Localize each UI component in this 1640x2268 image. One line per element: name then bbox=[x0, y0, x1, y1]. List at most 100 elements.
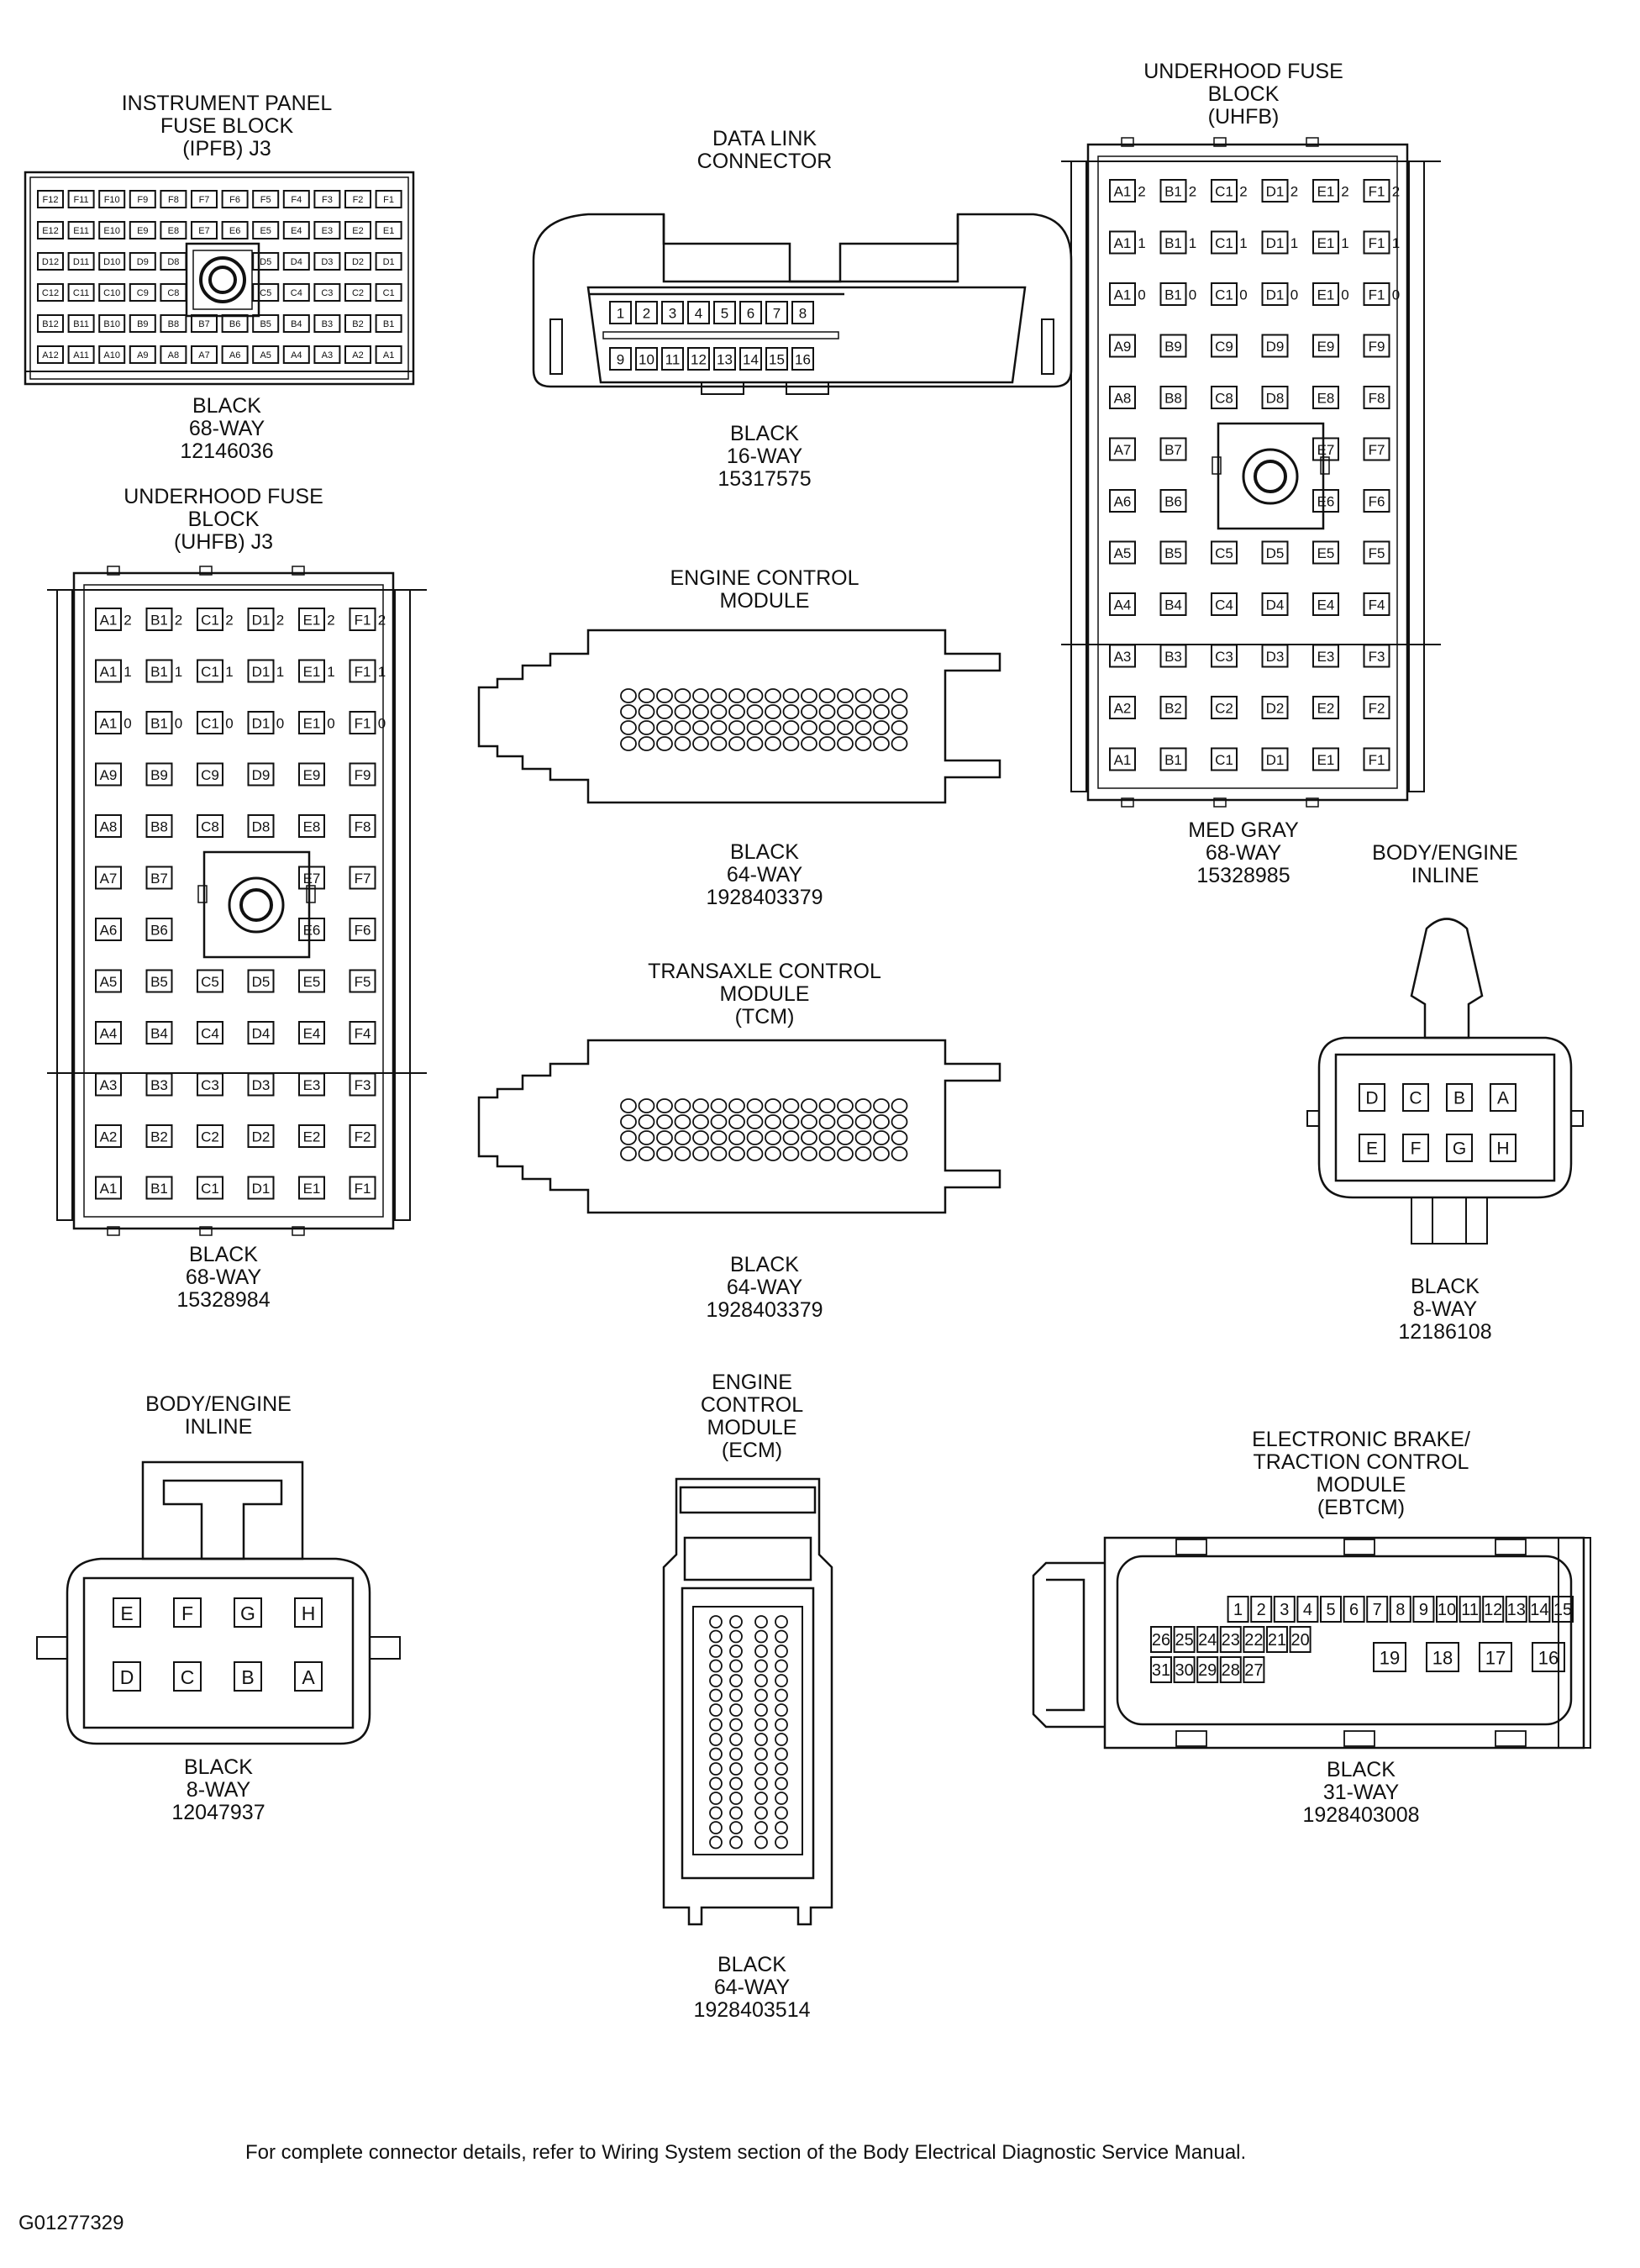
ipfb-pin-label: E9 bbox=[137, 226, 148, 236]
ebtcm-pin-box bbox=[1150, 1626, 1172, 1653]
ipfb-pin-label: A4 bbox=[291, 350, 302, 360]
module-pin bbox=[801, 736, 817, 751]
module-pin bbox=[818, 1146, 836, 1161]
ipfb-pin-label: F9 bbox=[137, 195, 148, 205]
uhfb-pin-label: C1 bbox=[1215, 184, 1233, 200]
uhfb-bolt-boss bbox=[202, 850, 311, 959]
uhfb-pin-box bbox=[298, 762, 325, 787]
uhfb-pin-box bbox=[145, 814, 173, 838]
uhfb-pin-label: E2 bbox=[1317, 701, 1335, 717]
uhfb-tab bbox=[1213, 137, 1227, 147]
uhfb-pin-box bbox=[247, 969, 275, 993]
ipfb-pin-label: A11 bbox=[73, 350, 89, 360]
module-pin bbox=[782, 1114, 800, 1129]
module-pin bbox=[854, 704, 872, 719]
dlc-pin-box bbox=[635, 347, 658, 371]
dlc-pin-box bbox=[713, 301, 736, 324]
ipfb-pin-box bbox=[129, 190, 156, 208]
ebtcm-pin-label: 1 bbox=[1233, 1601, 1243, 1619]
ebtcm-bot-tab bbox=[1495, 1730, 1527, 1747]
inline-right-inner bbox=[1334, 1053, 1556, 1182]
ipfb-pin-box bbox=[282, 252, 310, 271]
module-pin bbox=[818, 704, 836, 719]
uhfb-pin-box bbox=[197, 969, 223, 993]
ipfb-pin-label: B8 bbox=[168, 319, 179, 329]
module-pin bbox=[873, 1146, 890, 1161]
module-pin bbox=[710, 1114, 728, 1129]
ebtcm-pin-label: 12 bbox=[1484, 1601, 1502, 1619]
dlc-side-slot-left bbox=[549, 318, 563, 375]
ipfb-pin-label: A10 bbox=[103, 350, 120, 360]
module-pin bbox=[837, 720, 854, 735]
uhfb-pin-label: 0 bbox=[1392, 287, 1400, 303]
ipfb-pin-label: B7 bbox=[198, 319, 209, 329]
uhfb-pin-box bbox=[145, 1176, 173, 1200]
uhfb-pin-box bbox=[95, 814, 122, 838]
uhfb-pin-label: 1 bbox=[175, 664, 182, 680]
ecm-vertical-pin bbox=[754, 1762, 768, 1776]
uhfb-pin-label: E6 bbox=[1317, 494, 1335, 510]
uhfb-pin-label: 0 bbox=[276, 716, 284, 732]
uhfb-pin-box bbox=[1211, 747, 1238, 771]
uhfb-pin-label: B2 bbox=[1164, 701, 1182, 717]
dlc-pin-label: 12 bbox=[691, 352, 707, 368]
uhfb-pin-box bbox=[95, 969, 122, 993]
ecm-vertical-pin bbox=[754, 1615, 768, 1629]
ecm-vertical-pin bbox=[729, 1821, 743, 1834]
ipfb-pin-label: B9 bbox=[137, 319, 148, 329]
module-pin bbox=[710, 1098, 728, 1113]
ipfb-pin-label: F11 bbox=[74, 195, 89, 205]
ebtcm-pin-box bbox=[1150, 1656, 1172, 1683]
uhfb-tab bbox=[292, 1226, 305, 1236]
inline-left-pin-label: C bbox=[181, 1666, 195, 1688]
ebtcm-pin-box bbox=[1173, 1626, 1196, 1653]
ipfb-pin-box bbox=[37, 345, 64, 364]
inline-left-pin-label: B bbox=[241, 1666, 254, 1688]
module-pin bbox=[854, 1114, 872, 1129]
ipfb-pin-box bbox=[375, 283, 402, 302]
uhfb-pin-label: 1 bbox=[378, 664, 386, 680]
uhfb-pin-label: B8 bbox=[150, 819, 168, 835]
module-pin bbox=[710, 720, 728, 735]
ipfb-pin-label: B10 bbox=[103, 319, 120, 329]
ipfb-pin-box bbox=[375, 345, 402, 364]
module-pin bbox=[620, 1098, 637, 1113]
dlc-pin-box bbox=[791, 301, 814, 324]
uhfb-pin-label: F1 bbox=[1369, 752, 1385, 768]
uhfb-pin-box bbox=[1159, 386, 1187, 409]
module-connector-outline bbox=[477, 629, 1001, 804]
uhfb-pin-box bbox=[349, 711, 376, 734]
ipfb-pin-label: C5 bbox=[260, 288, 271, 298]
module-pin bbox=[710, 704, 728, 719]
ipfb-pin-label: F10 bbox=[104, 195, 120, 205]
uhfb-pin-label: C8 bbox=[201, 819, 219, 835]
module-pin bbox=[818, 1098, 836, 1113]
uhfb-pin-label: C5 bbox=[1215, 545, 1233, 561]
ebtcm-pin-box bbox=[1273, 1596, 1296, 1623]
ipfb-pin-label: E5 bbox=[260, 226, 271, 236]
uhfb-pin-box bbox=[197, 814, 223, 838]
inline-right-pin-box bbox=[1446, 1083, 1473, 1112]
module-pin bbox=[765, 1146, 781, 1161]
uhfb-pin-label: E1 bbox=[1317, 287, 1335, 303]
uhfb-pin-label: D8 bbox=[1266, 391, 1285, 407]
module-pin bbox=[801, 1130, 817, 1145]
inline-left-ear bbox=[369, 1636, 401, 1660]
ebtcm-pin-box bbox=[1505, 1596, 1527, 1623]
ebtcm-pin-label: 24 bbox=[1198, 1631, 1217, 1650]
inline-right-ear bbox=[1570, 1110, 1584, 1127]
uhfb-pin-label: B3 bbox=[150, 1077, 168, 1093]
uhfb-pin-box bbox=[247, 1124, 275, 1148]
module-pin bbox=[638, 704, 655, 719]
ipfb-pin-box bbox=[313, 252, 341, 271]
ipfb-pin-label: E6 bbox=[229, 226, 240, 236]
ipfb-pin-box bbox=[221, 345, 249, 364]
uhfb-pin-box bbox=[247, 1021, 275, 1045]
ipfb-pin-label: F1 bbox=[383, 195, 394, 205]
uhfb-pin-label: A1 bbox=[100, 613, 118, 629]
ipfb-pin-box bbox=[98, 252, 126, 271]
